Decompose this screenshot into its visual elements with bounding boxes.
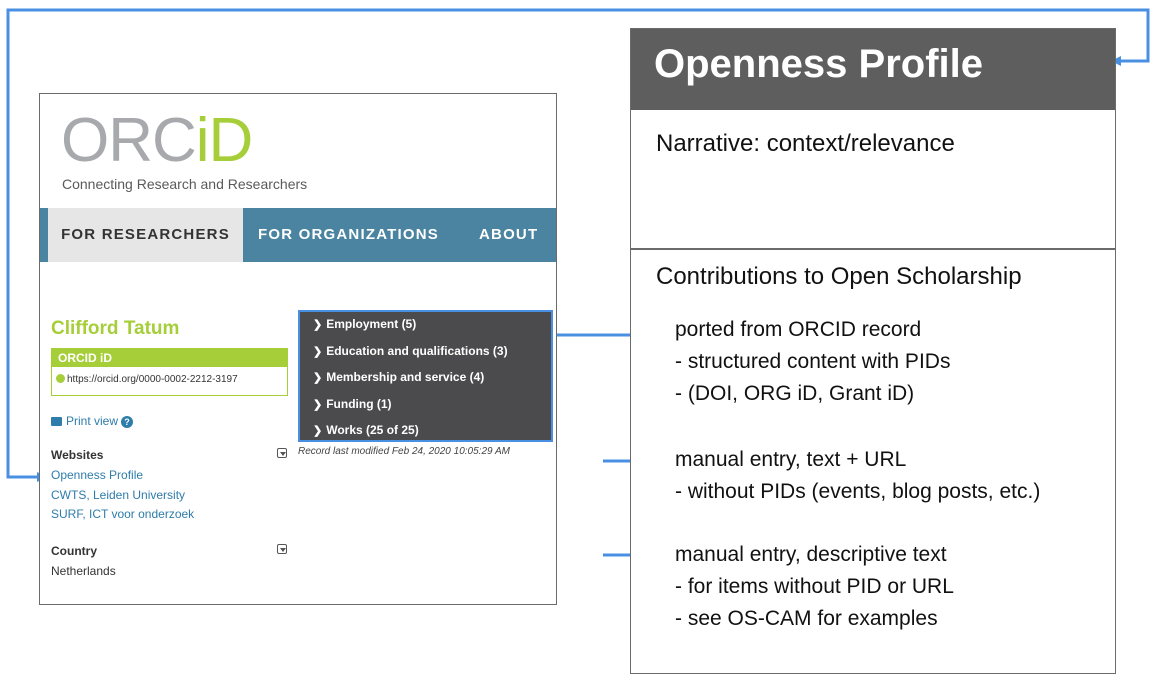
chevron-right-icon: ❯ — [313, 372, 323, 384]
orcid-nav-bar: FOR RESEARCHERS FOR ORGANIZATIONS ABOUT — [40, 208, 556, 262]
person-name: Clifford Tatum — [51, 318, 180, 339]
group1-line-2: - structured content with PIDs — [675, 350, 951, 373]
chevron-right-icon: ❯ — [313, 425, 323, 437]
chevron-right-icon: ❯ — [313, 319, 323, 331]
panel-divider — [631, 248, 1115, 250]
section-label: Membership and service (4) — [326, 370, 485, 384]
orcid-logo-id: iD — [195, 106, 254, 175]
narrative-text: Narrative: context/relevance — [656, 130, 955, 157]
orcid-logo-main: ORC — [61, 106, 197, 175]
websites-toggle-icon[interactable] — [277, 448, 287, 458]
orcid-tagline: Connecting Research and Researchers — [62, 176, 308, 192]
section-works[interactable]: ❯Works (25 of 25) — [313, 423, 419, 437]
record-sections-box: ❯Employment (5) ❯Education and qualifica… — [298, 310, 553, 442]
orcid-id-icon — [56, 374, 65, 383]
website-link-cwts[interactable]: CWTS, Leiden University — [51, 488, 186, 502]
nav-for-organizations[interactable]: FOR ORGANIZATIONS — [258, 226, 439, 243]
section-membership[interactable]: ❯Membership and service (4) — [313, 370, 484, 384]
section-label: Works (25 of 25) — [326, 423, 419, 437]
section-label: Funding (1) — [326, 397, 392, 411]
orcid-record-panel: ORCiD Connecting Research and Researcher… — [39, 93, 557, 605]
print-view-label: Print view — [66, 414, 119, 428]
orcid-id-url[interactable]: https://orcid.org/0000-0002-2212-3197 — [56, 374, 238, 385]
country-heading: Country — [51, 544, 97, 558]
country-value: Netherlands — [51, 564, 116, 578]
section-label: Employment (5) — [326, 317, 417, 331]
country-toggle-icon[interactable] — [277, 544, 287, 554]
nav-for-researchers[interactable]: FOR RESEARCHERS — [48, 208, 243, 262]
website-link-openness-profile[interactable]: Openness Profile — [51, 468, 144, 482]
group1-line-3: - (DOI, ORG iD, Grant iD) — [675, 382, 915, 405]
section-employment[interactable]: ❯Employment (5) — [313, 317, 416, 331]
group1-line-1: ported from ORCID record — [675, 318, 922, 341]
chevron-right-icon: ❯ — [313, 399, 323, 411]
section-label: Education and qualifications (3) — [326, 344, 508, 358]
group3-line-2: - for items without PID or URL — [675, 575, 954, 598]
openness-profile-title: Openness Profile — [654, 42, 983, 86]
orcid-id-label: ORCID iD — [52, 349, 287, 367]
printer-icon — [51, 417, 62, 426]
openness-profile-header: Openness Profile — [631, 29, 1115, 110]
orcid-id-url-text: https://orcid.org/0000-0002-2212-3197 — [67, 374, 238, 385]
group2-line-1: manual entry, text + URL — [675, 448, 907, 471]
orcid-id-box: ORCID iD https://orcid.org/0000-0002-221… — [51, 348, 288, 396]
websites-heading: Websites — [51, 448, 104, 462]
loop-arrow — [6, 8, 1150, 479]
openness-profile-panel: Openness Profile Narrative: context/rele… — [630, 28, 1116, 674]
website-link-surf[interactable]: SURF, ICT voor onderzoek — [51, 507, 195, 521]
section-education[interactable]: ❯Education and qualifications (3) — [313, 344, 508, 358]
group3-line-1: manual entry, descriptive text — [675, 543, 947, 566]
group2-line-2: - without PIDs (events, blog posts, etc.… — [675, 480, 1041, 503]
record-modified-text: Record last modified Feb 24, 2020 10:05:… — [298, 446, 510, 457]
section-funding[interactable]: ❯Funding (1) — [313, 397, 392, 411]
contributions-heading: Contributions to Open Scholarship — [656, 263, 1022, 290]
nav-about[interactable]: ABOUT — [479, 226, 539, 243]
print-view-link[interactable]: Print view? — [51, 414, 134, 428]
help-icon[interactable]: ? — [121, 416, 134, 428]
group3-line-3: - see OS-CAM for examples — [675, 607, 938, 630]
orcid-logo: ORCiD — [61, 110, 253, 172]
chevron-right-icon: ❯ — [313, 346, 323, 358]
